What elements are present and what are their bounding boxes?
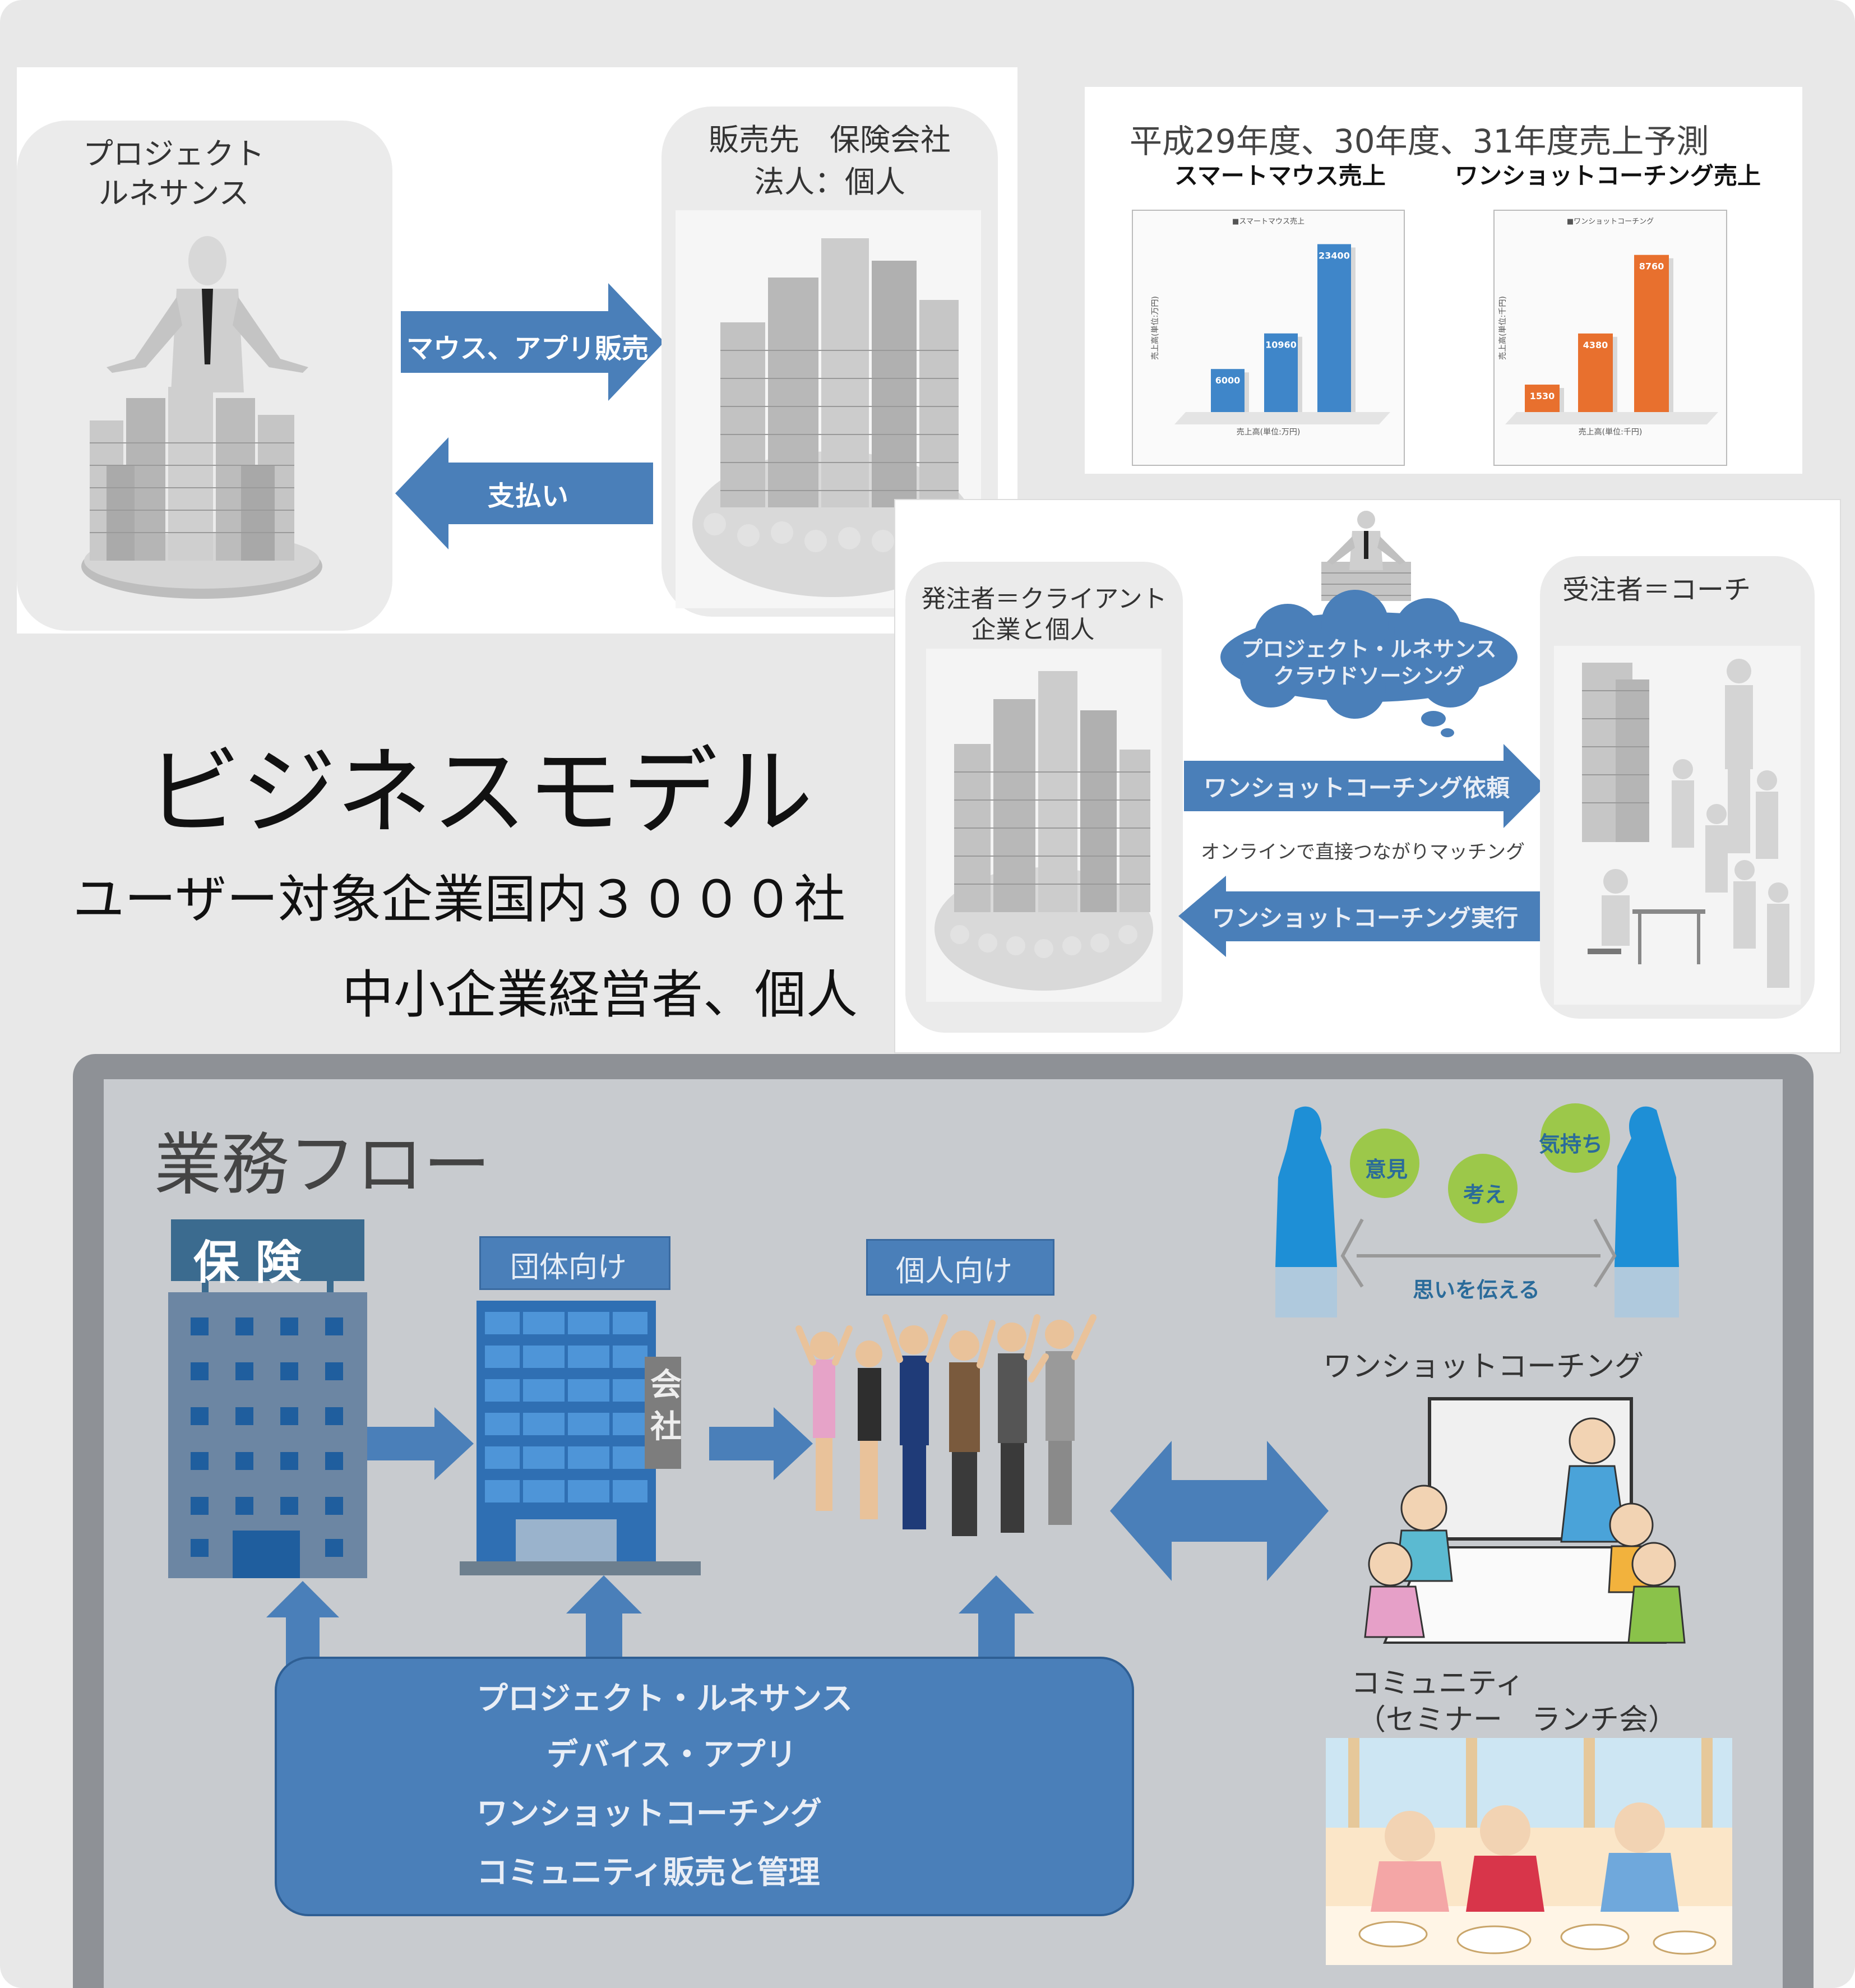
insurance-building-icon — [168, 1219, 367, 1578]
cloud-line2: クラウドソーシング — [1273, 664, 1465, 688]
insurance-sign-text: 保 険 — [193, 1236, 302, 1289]
cloud-line1: プロジェクト・ルネサンス — [1241, 637, 1497, 662]
work-flow-title: 業務フロー — [154, 1126, 491, 1204]
individual-label-box — [866, 1239, 1054, 1296]
chart-legend: ■スマートマウス売上 — [1232, 217, 1304, 226]
smart-mouse-sales-chart: ■スマートマウス売上売上高(単位:万円)売上高(単位:万円)6000109602… — [1132, 210, 1405, 466]
chart-bar-shadow — [1613, 336, 1617, 412]
up-arrow-group — [566, 1575, 642, 1665]
chart-ylabel: 売上高(単位:千円) — [1498, 296, 1507, 360]
client-line2: 企業と個人 — [971, 616, 1095, 644]
chart-bar — [1211, 369, 1245, 412]
matching-text: オンラインで直接つながりマッチング — [1201, 841, 1525, 863]
community-line1: コミュニティ — [1351, 1667, 1524, 1700]
city-crowd-illustration — [676, 210, 981, 608]
chart-subtitle-right: ワンショットコーチング売上 — [1455, 162, 1761, 189]
coach-illustration — [1554, 646, 1801, 1005]
coach-label: 受注者＝コーチ — [1562, 574, 1751, 605]
services-line3: ワンショットコーチング — [477, 1796, 822, 1832]
chart-xlabel: 売上高(単位:万円) — [1237, 427, 1301, 437]
chart-data-label: 8760 — [1639, 261, 1664, 272]
project-label-line2: ルネサンス — [98, 175, 249, 211]
services-box — [275, 1657, 1134, 1916]
businessman-city-illustration — [81, 236, 322, 599]
chart-bar-shadow — [1351, 247, 1356, 412]
individual-label: 個人向け — [896, 1255, 1013, 1288]
chart-data-label: 6000 — [1215, 375, 1241, 386]
sales-model-panel: プロジェクト ルネサンス マウス、アプリ販売 支払い 販売先 保険会社 法人：個… — [17, 67, 1017, 634]
bubble-feeling: 気持ち — [1539, 1132, 1603, 1157]
chart-bar-shadow — [1669, 258, 1673, 412]
bubble-opinion: 意見 — [1365, 1157, 1408, 1182]
flow-arrow-2 — [709, 1407, 813, 1480]
up-arrow-individual — [959, 1575, 1034, 1665]
charts-title: 平成29年度、30年度、31年度売上予測 — [1130, 122, 1709, 160]
execute-arrow — [1178, 876, 1540, 957]
arrow-left-label: 支払い — [488, 480, 569, 512]
chart-subtitle-left: スマートマウス売上 — [1174, 162, 1386, 189]
crowdsourcing-panel: 発注者＝クライアント 企業と個人 — [894, 499, 1841, 1053]
chart-bar — [1525, 385, 1560, 412]
request-arrow-label: ワンショットコーチング依頼 — [1204, 774, 1510, 802]
bubble-thought: 考え — [1463, 1182, 1506, 1207]
client-line1: 発注者＝クライアント — [921, 585, 1167, 613]
request-arrow — [1184, 744, 1546, 828]
chart-bar — [1317, 244, 1351, 412]
sales-dest-line1: 販売先 保険会社 — [709, 122, 951, 158]
chart-data-label: 10960 — [1265, 340, 1297, 350]
services-line2: デバイス・アプリ — [547, 1737, 797, 1773]
chart-bar — [1578, 333, 1613, 412]
arrow-left-payment — [395, 437, 653, 549]
chart-floor — [1505, 412, 1718, 424]
conversation-illustration — [1275, 1103, 1679, 1317]
community-line2: （セミナー ランチ会） — [1357, 1703, 1678, 1737]
business-model-title: ビジネスモデル — [146, 737, 813, 848]
services-line4: コミュニティ販売と管理 — [477, 1855, 820, 1891]
arrow-right-label: マウス、アプリ販売 — [406, 333, 649, 364]
services-line1: プロジェクト・ルネサンス — [477, 1681, 853, 1717]
sales-forecast-panel: 平成29年度、30年度、31年度売上予測 スマートマウス売上 ワンショットコーチ… — [1085, 87, 1802, 474]
company-sign-char2: 社 — [650, 1409, 682, 1445]
chart-bar — [1634, 255, 1669, 412]
chart-bar-shadow — [1560, 388, 1564, 412]
chart-bar — [1264, 333, 1298, 412]
business-model-line2: 中小企業経営者、個人 — [342, 965, 858, 1025]
chart-data-label: 1530 — [1530, 391, 1555, 401]
company-sign-char1: 会 — [650, 1367, 682, 1403]
execute-arrow-label: ワンショットコーチング実行 — [1212, 904, 1519, 932]
chart-bar-shadow — [1245, 372, 1249, 412]
up-arrow-insurance — [266, 1581, 339, 1665]
group-label: 団体向け — [510, 1251, 627, 1284]
chart-bar-shadow — [1298, 336, 1302, 412]
crowdsourcing-cloud — [1220, 590, 1518, 737]
cheering-people-illustration — [795, 1314, 1097, 1536]
oneshot-coaching-sales-chart: ■ワンショットコーチング売上高(単位:千円)売上高(単位:千円)15304380… — [1493, 210, 1727, 466]
group-label-box — [479, 1236, 670, 1290]
flow-double-arrow — [1110, 1441, 1329, 1581]
chart-ylabel: 売上高(単位:万円) — [1150, 296, 1160, 360]
business-model-line1: ユーザー対象企業国内３０００社 — [73, 870, 846, 930]
meeting-illustration — [1364, 1397, 1686, 1644]
sales-dest-line2: 法人：個人 — [754, 164, 905, 200]
oneshot-coaching-label: ワンショットコーチング — [1323, 1350, 1644, 1384]
company-building-icon — [460, 1301, 701, 1575]
chart-xlabel: 売上高(単位:千円) — [1579, 427, 1643, 437]
project-label-line1: プロジェクト — [83, 136, 265, 172]
flow-arrow-1 — [367, 1407, 474, 1480]
lunch-party-illustration — [1326, 1738, 1732, 1965]
arrow-right-sales — [401, 283, 664, 401]
chart-data-label: 4380 — [1583, 340, 1608, 350]
chart-legend: ■ワンショットコーチング — [1567, 218, 1654, 226]
client-city-illustration — [926, 649, 1162, 1002]
chart-floor — [1174, 412, 1390, 424]
chart-data-label: 23400 — [1319, 250, 1350, 261]
convey-text: 思いを伝える — [1413, 1278, 1540, 1302]
